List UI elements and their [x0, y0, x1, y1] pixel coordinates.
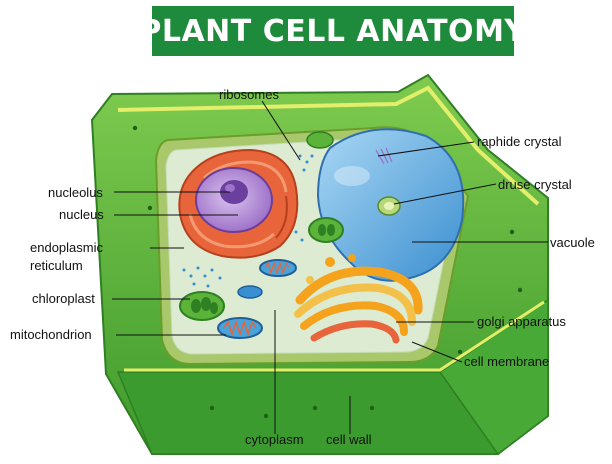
- page-title: PLANT CELL ANATOMY: [139, 13, 527, 49]
- label-cell-wall: cell wall: [326, 432, 372, 447]
- label-mitochondrion: mitochondrion: [10, 327, 92, 342]
- label-ribosomes: ribosomes: [219, 87, 279, 102]
- chloroplast: [179, 291, 225, 321]
- chloroplast-top: [306, 131, 334, 149]
- label-chloroplast: chloroplast: [32, 291, 95, 306]
- ribosomes: [182, 154, 314, 288]
- label-endoplasmic: endoplasmic: [30, 240, 103, 255]
- label-nucleolus: nucleolus: [48, 185, 103, 200]
- leader-lines: [112, 100, 548, 434]
- druse-crystal: [377, 196, 401, 216]
- label-cell-membrane: cell membrane: [464, 354, 549, 369]
- vesicle: [237, 285, 263, 299]
- label-vacuole: vacuole: [550, 235, 595, 250]
- label-reticulum: reticulum: [30, 258, 83, 273]
- label-druse-crystal: druse crystal: [498, 177, 572, 192]
- chloroplast-upper: [308, 217, 344, 243]
- raphide-crystal: [375, 147, 393, 165]
- title-banner: PLANT CELL ANATOMY: [139, 6, 526, 56]
- label-golgi-apparatus: golgi apparatus: [477, 314, 566, 329]
- mitochondrion-upper: [259, 259, 297, 277]
- golgi-apparatus: [294, 254, 423, 344]
- nucleolus: [220, 180, 248, 204]
- mitochondrion: [217, 317, 263, 339]
- label-nucleus: nucleus: [59, 207, 104, 222]
- label-raphide-crystal: raphide crystal: [477, 134, 562, 149]
- label-cytoplasm: cytoplasm: [245, 432, 304, 447]
